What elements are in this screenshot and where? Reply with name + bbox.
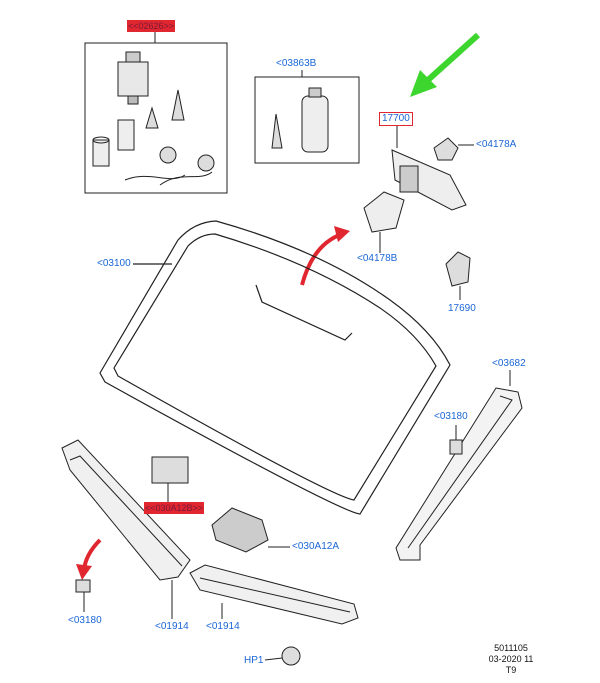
callout-sensor-cover[interactable]: 17690 xyxy=(448,303,476,314)
callout-urethane-kit[interactable]: <03863B xyxy=(276,58,317,69)
cowl-clip xyxy=(75,579,91,612)
callout-push-pin[interactable]: HP1 xyxy=(244,655,264,666)
callout-pillar-clip[interactable]: <03180 xyxy=(434,411,468,422)
mirror-cover xyxy=(363,191,405,253)
footer-block: 5011105 03-2020 11 T9 xyxy=(476,643,546,676)
seal-patch xyxy=(151,456,189,502)
callout-cowl-left[interactable]: <01914 xyxy=(155,621,189,632)
callout-cowl-right[interactable]: <01914 xyxy=(206,621,240,632)
callout-windshield[interactable]: <03100 xyxy=(97,258,131,269)
callout-a-pillar[interactable]: <03682 xyxy=(492,358,526,369)
cowl-panel-right xyxy=(189,564,359,625)
pillar-clip xyxy=(449,425,463,455)
footer-line-2: 03-2020 11 xyxy=(488,654,534,664)
push-pin xyxy=(264,646,301,666)
callout-mirror-clip[interactable]: <04178A xyxy=(476,139,517,150)
callout-mirror[interactable]: 17700 xyxy=(379,112,413,126)
red-arrow-icon-2 xyxy=(76,538,102,580)
windshield-glass xyxy=(99,220,451,515)
green-arrow-icon xyxy=(410,32,481,97)
callout-seal-patch[interactable]: <<030A12B>> xyxy=(144,502,205,514)
urethane-kit-box xyxy=(254,70,360,164)
sensor-cover xyxy=(445,251,471,300)
cowl-panel-left xyxy=(61,439,191,619)
red-arrow-icon xyxy=(300,226,350,286)
footer-line-1: 5011105 xyxy=(494,643,528,653)
callout-cowl-clip[interactable]: <03180 xyxy=(68,615,102,626)
footer-line-3: T9 xyxy=(505,665,517,675)
callout-adhesive-kit[interactable]: <<02626>> xyxy=(127,20,176,32)
adhesive-kit-box xyxy=(84,30,228,194)
mounting-bracket xyxy=(211,507,290,553)
rearview-mirror xyxy=(391,126,467,211)
callout-mirror-cover[interactable]: <04178B xyxy=(357,253,398,264)
callout-bracket[interactable]: <030A12A xyxy=(292,541,339,552)
a-pillar-trim xyxy=(395,370,523,561)
mirror-clip xyxy=(433,137,474,161)
